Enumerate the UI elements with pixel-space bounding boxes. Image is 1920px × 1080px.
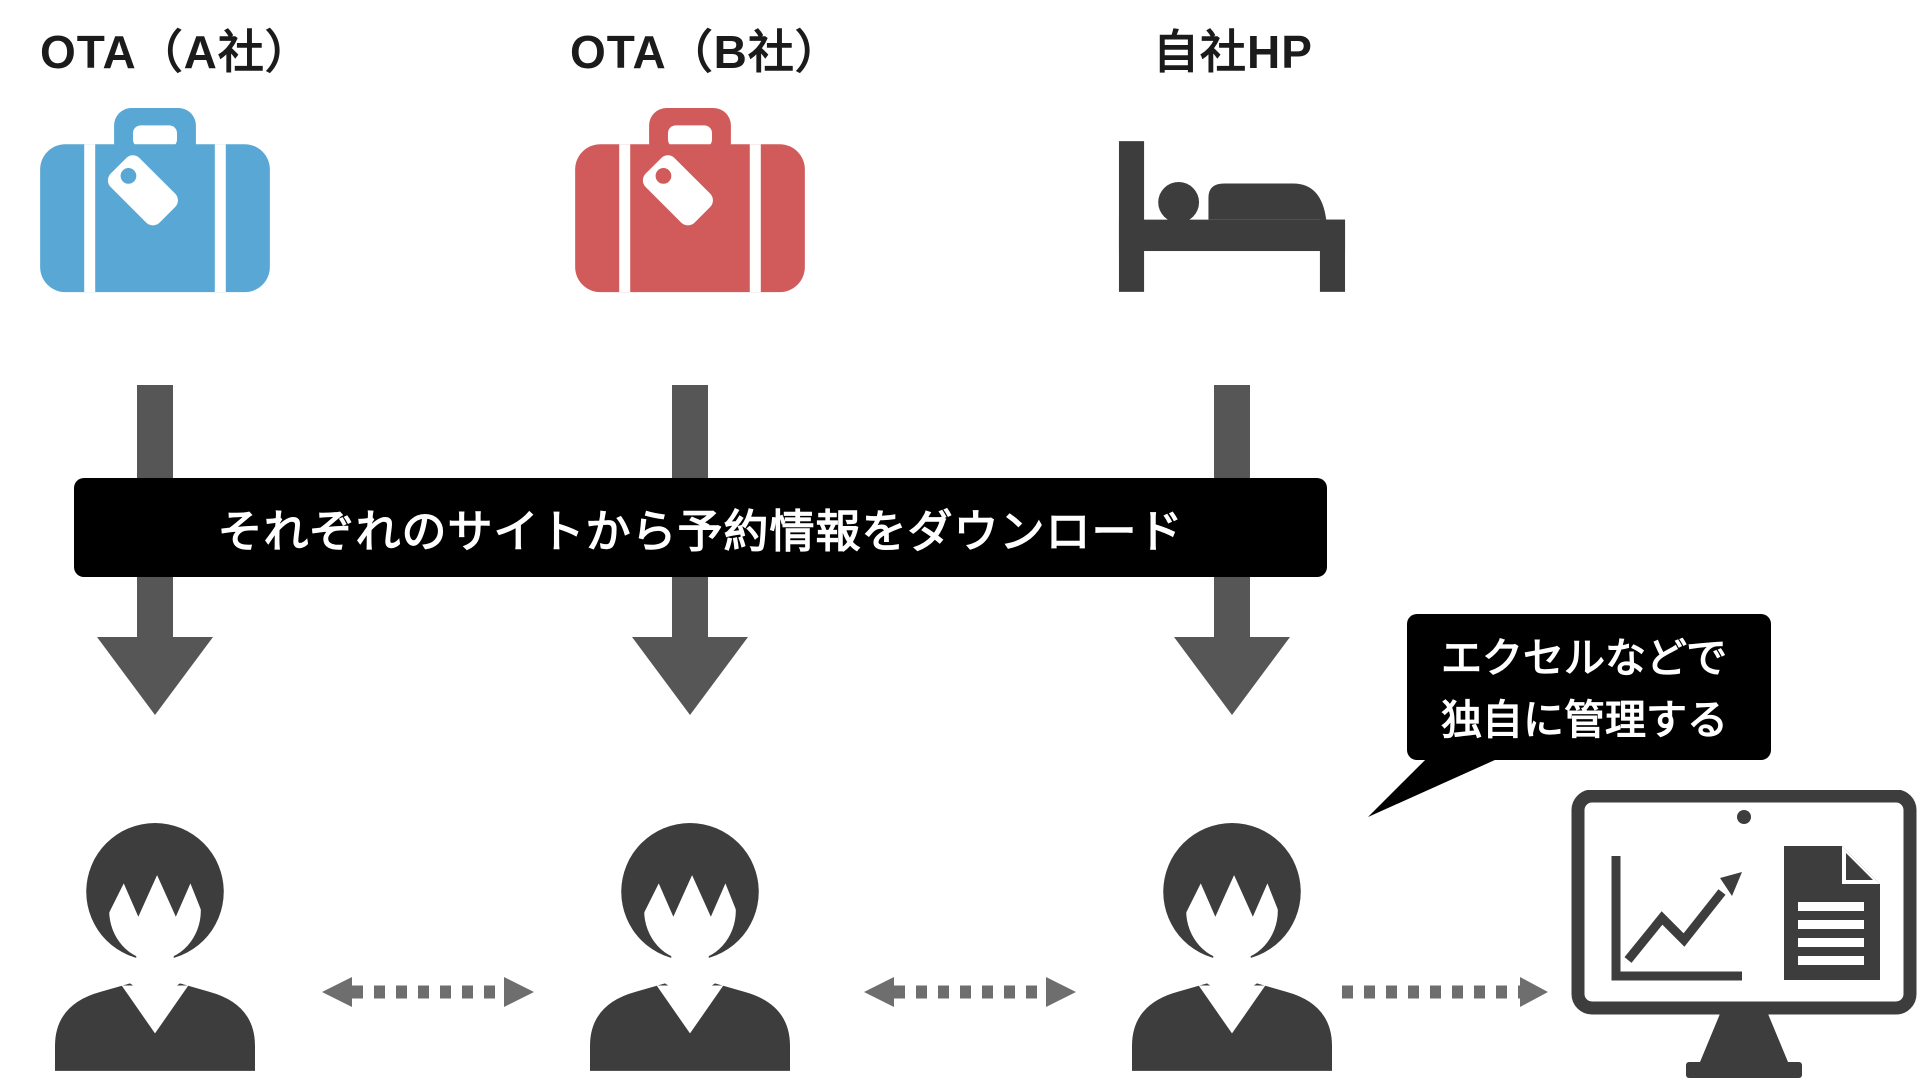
ota-a-suitcase-icon — [40, 108, 270, 293]
arrowhead-left-bc — [864, 977, 894, 1007]
document-text-line — [1798, 938, 1864, 947]
monitor-base — [1686, 1062, 1802, 1078]
chart-line — [1624, 889, 1726, 963]
monitor-chart-document-icon — [1571, 790, 1917, 1078]
ota-b-suitcase-icon — [575, 108, 805, 293]
person-c-shape — [1132, 823, 1332, 1071]
suitcase-a-shape — [40, 108, 270, 293]
document-text-line — [1798, 956, 1864, 965]
suitcase-b-shape — [575, 108, 805, 293]
dotted-double-arrow-bc — [864, 977, 1076, 1007]
document-fold-flap — [1846, 853, 1873, 880]
document-text-line — [1798, 902, 1864, 911]
download-banner: それぞれのサイトから予約情報をダウンロード — [74, 478, 1327, 577]
speech-bubble-line-1: エクセルなどで — [1441, 635, 1728, 681]
person-a-shape — [55, 823, 255, 1071]
chart-axis — [1611, 856, 1742, 981]
staff-person-icon-b — [590, 823, 790, 1071]
bed-icon — [1118, 141, 1346, 292]
dotted-double-arrow-ab — [322, 977, 534, 1007]
dotted-arrow-to-monitor — [1342, 977, 1548, 1007]
arrowhead-monitor — [1520, 977, 1548, 1007]
speech-bubble: エクセルなどで 独自に管理する — [1407, 614, 1771, 760]
speech-bubble-tail — [1368, 755, 1506, 817]
speech-bubble-line-2: 独自に管理する — [1441, 696, 1728, 743]
arrowhead-right-ab — [504, 977, 534, 1007]
staff-person-icon-c — [1132, 823, 1332, 1071]
chart-line-arrowhead — [1720, 872, 1742, 896]
label-own-hp: 自社HP — [1153, 26, 1313, 78]
label-ota-b: OTA（B社） — [570, 26, 842, 78]
bed-shape — [1118, 141, 1346, 292]
label-ota-a: OTA（A社） — [40, 26, 312, 78]
monitor-camera-dot — [1737, 810, 1751, 824]
monitor-shape — [1571, 790, 1917, 1078]
staff-person-icon-a — [55, 823, 255, 1071]
arrowhead-left-ab — [322, 977, 352, 1007]
arrowhead-right-bc — [1046, 977, 1076, 1007]
person-b-shape — [590, 823, 790, 1071]
monitor-stand — [1700, 1009, 1788, 1062]
document-text-line — [1798, 920, 1864, 929]
